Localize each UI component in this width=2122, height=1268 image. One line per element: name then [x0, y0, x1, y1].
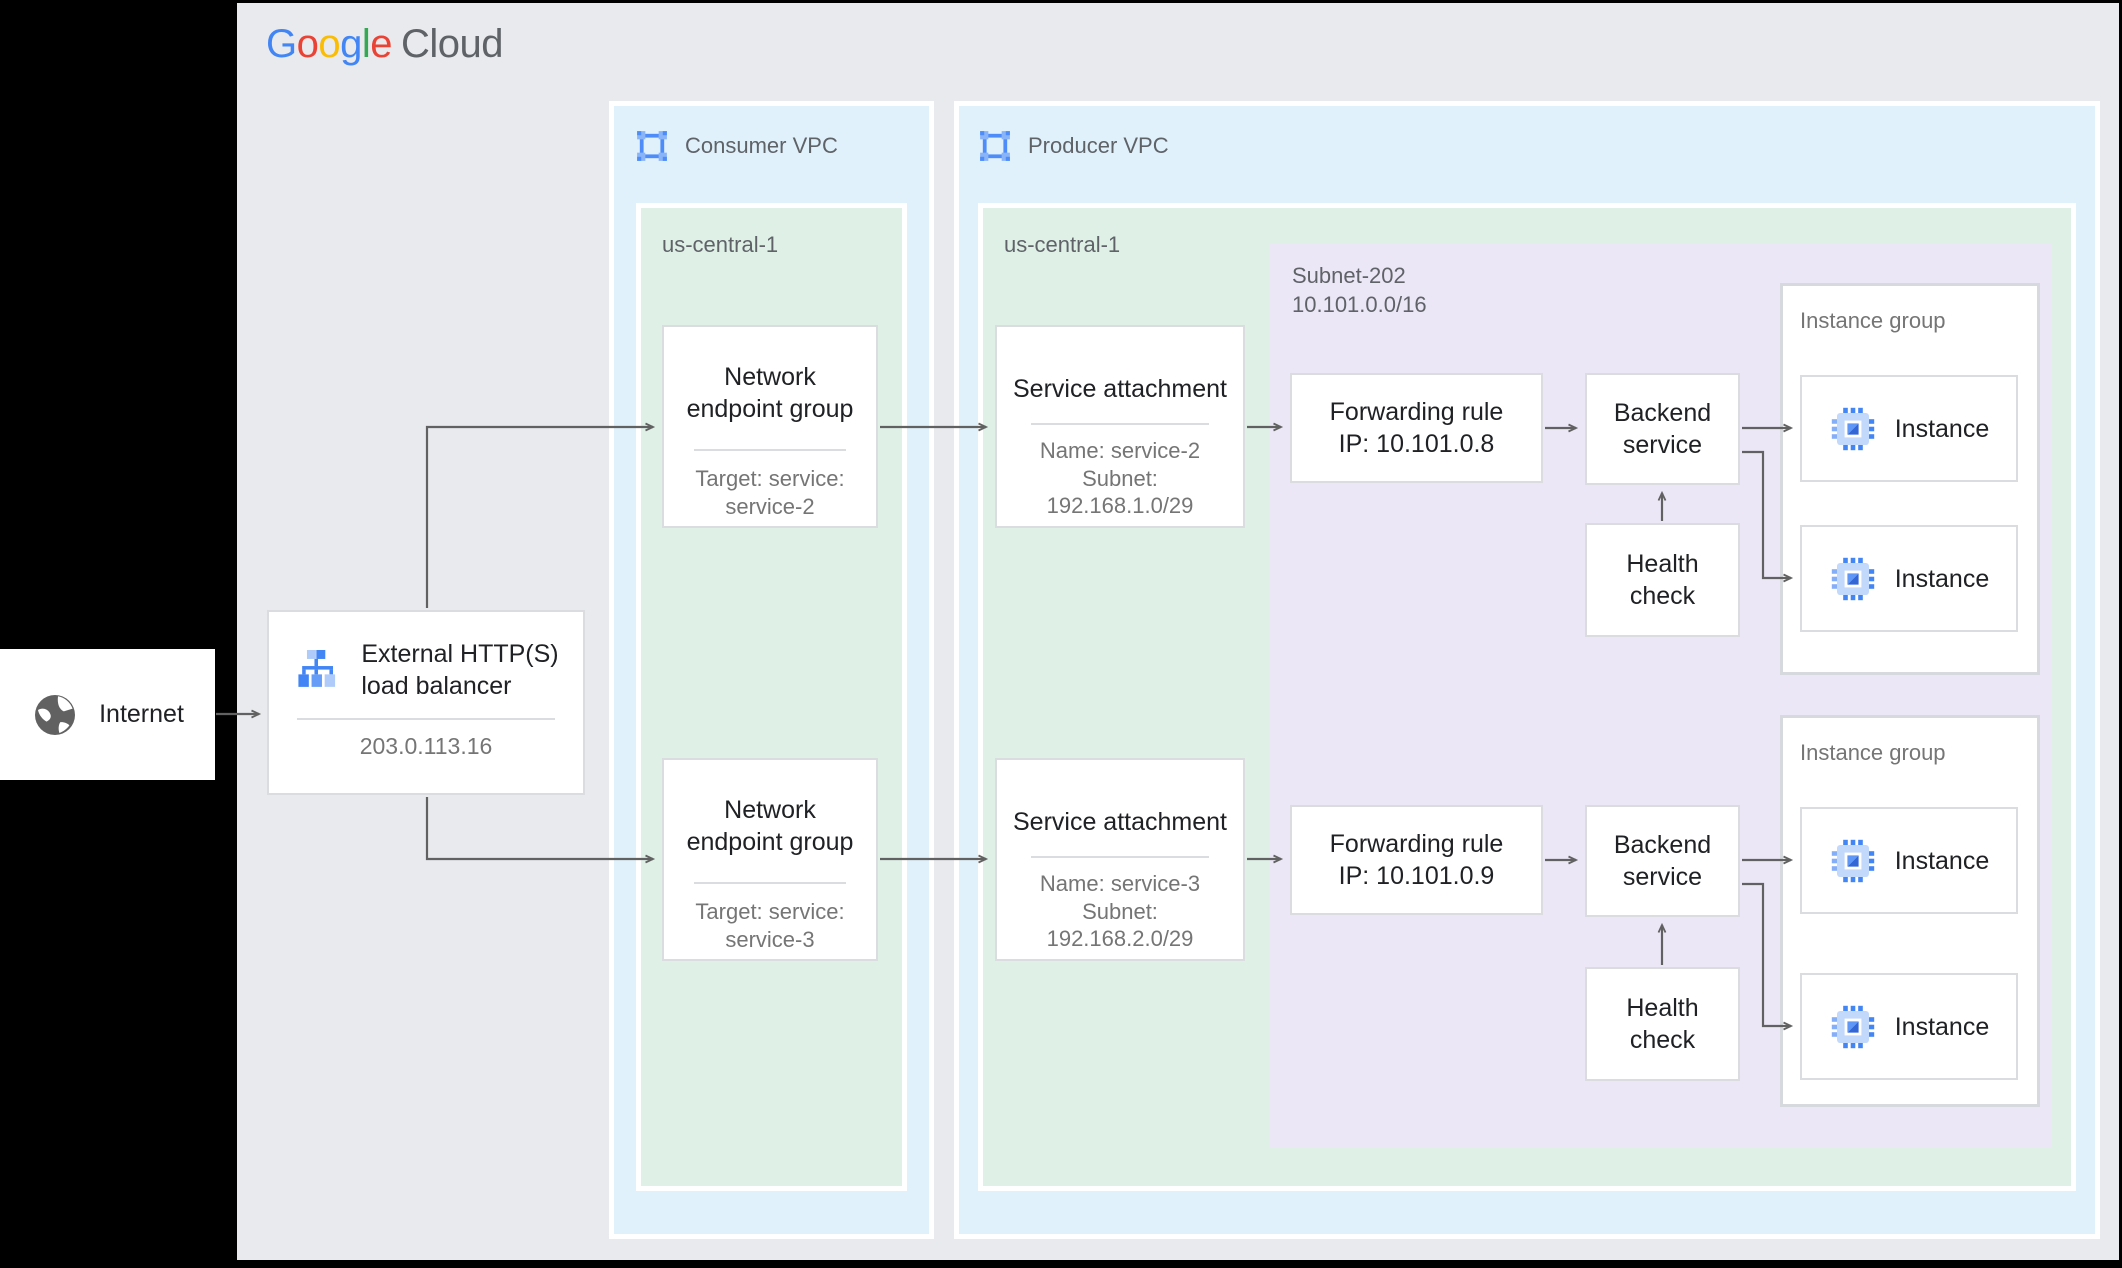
consumer-vpc-header: Consumer VPC [633, 127, 838, 165]
internet-label: Internet [99, 700, 184, 728]
divider [693, 882, 847, 884]
instance-1b: Instance [1800, 525, 2018, 632]
compute-instance-icon [1831, 1005, 1874, 1048]
compute-instance-icon [1831, 839, 1874, 882]
globe-icon [35, 694, 76, 735]
consumer-vpc-label: Consumer VPC [685, 133, 838, 158]
compute-instance-icon [1831, 557, 1874, 600]
vpc-network-icon [980, 131, 1010, 161]
vpc-network-icon [637, 131, 667, 161]
instance-2a: Instance [1800, 807, 2018, 914]
lb-title: External HTTP(S)load balancer [361, 640, 559, 700]
instance-label: Instance [1894, 1012, 1990, 1041]
logo-letter: l [361, 22, 371, 66]
divider [1031, 856, 1209, 858]
instance-group-1-label: Instance group [1800, 308, 1946, 333]
logo-letter: o [318, 22, 341, 66]
logo-letter: g [340, 22, 362, 66]
neg1-target: Target: service:service-2 [695, 466, 845, 519]
instance-group-2-label: Instance group [1800, 740, 1946, 765]
lb-ip: 203.0.113.16 [359, 733, 493, 759]
external-load-balancer: External HTTP(S)load balancer 203.0.113.… [267, 610, 585, 795]
logo-letter: o [296, 22, 319, 66]
sa1-title: Service attachment [1013, 375, 1227, 403]
producer-vpc-label: Producer VPC [1028, 133, 1169, 158]
instance-1a: Instance [1800, 375, 2018, 482]
instance-label: Instance [1894, 846, 1990, 875]
neg2-target: Target: service:service-3 [695, 899, 845, 952]
compute-instance-icon [1831, 407, 1874, 450]
logo-cloud-text: Cloud [401, 22, 504, 66]
logo-letter: G [266, 22, 297, 66]
instance-label: Instance [1894, 564, 1990, 593]
divider [1031, 423, 1209, 425]
instance-2b: Instance [1800, 973, 2018, 1080]
internet-box: Internet [0, 649, 215, 780]
sa2-title: Service attachment [1013, 808, 1227, 836]
instance-label: Instance [1894, 414, 1990, 443]
consumer-region-label: us-central-1 [662, 232, 779, 257]
logo-letter: e [370, 22, 393, 66]
divider [693, 449, 847, 451]
divider [297, 718, 555, 720]
load-balancer-icon [298, 650, 336, 687]
producer-region-label: us-central-1 [1004, 232, 1121, 257]
producer-vpc-header: Producer VPC [976, 127, 1169, 165]
